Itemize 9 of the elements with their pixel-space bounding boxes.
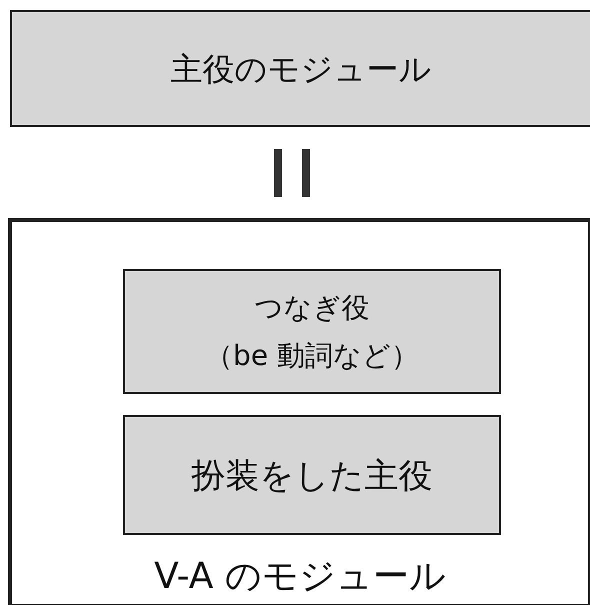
box-label: （be 動詞など） [204, 338, 420, 374]
module-box [10, 10, 590, 127]
box-label: 扮装をした主役 [190, 455, 434, 498]
role-box [123, 269, 501, 394]
box-label: つなぎ役 [254, 290, 370, 326]
box-label: 主役のモジュール [170, 49, 432, 90]
box-label: V-A のモジュール [153, 555, 447, 599]
module-frame [8, 218, 590, 605]
role-box [123, 415, 501, 535]
